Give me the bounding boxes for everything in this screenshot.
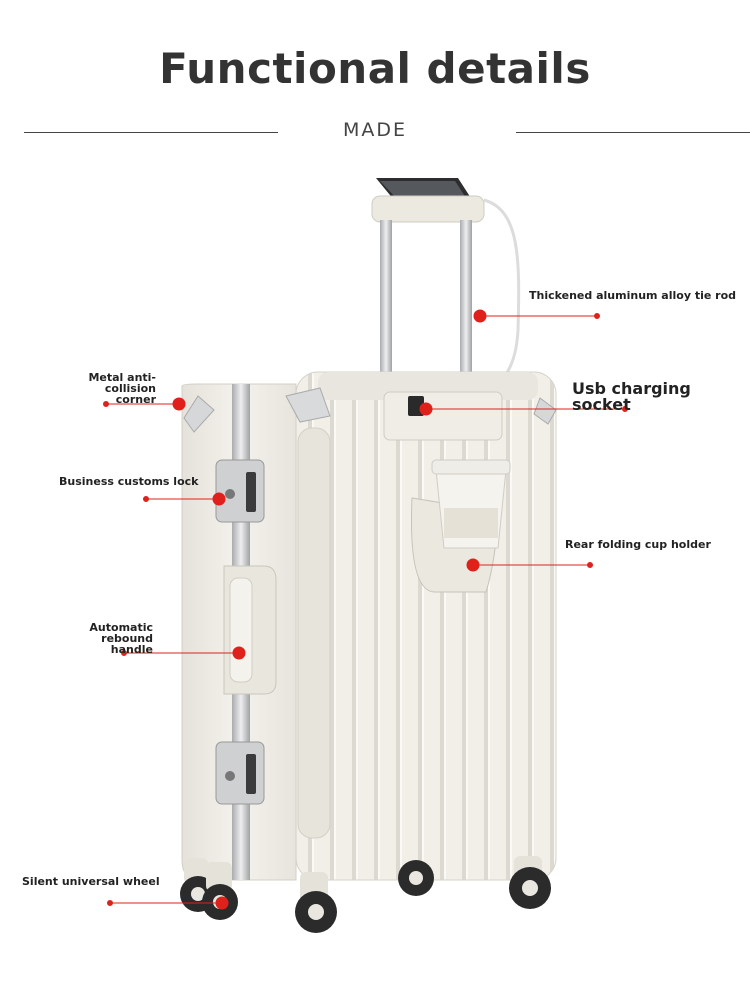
- label-usb-socket: Usb charging socket: [572, 379, 691, 414]
- label-universal-wheel: Silent universal wheel: [22, 875, 160, 888]
- metal-corner-side: [183, 395, 215, 433]
- page-subtitle: MADE: [342, 119, 408, 141]
- label-customs-lock: Business customs lock: [59, 475, 199, 488]
- label-cup-holder: Rear folding cup holder: [565, 538, 711, 551]
- label-rebound-handle-line2: handle: [110, 643, 153, 656]
- handle-base: [383, 391, 503, 441]
- customs-lock-bottom: [215, 741, 265, 805]
- divider-right: [516, 132, 750, 133]
- label-rebound-handle-line1: Automatic rebound: [89, 621, 153, 645]
- coffee-cup-icon: [431, 459, 511, 549]
- label-metal-corner: Metal anti-collision corner: [40, 372, 156, 405]
- label-metal-corner-line2: corner: [115, 393, 156, 406]
- customs-lock-top: [215, 459, 265, 523]
- callout-markers: [103, 309, 628, 910]
- divider-left: [24, 132, 278, 133]
- wheel-back-left-icon: [295, 872, 337, 933]
- tie-rod-left: [380, 220, 392, 405]
- tie-rod-right: [460, 220, 472, 405]
- wheel-back-mid-icon: [398, 860, 434, 896]
- label-rebound-handle: Automatic rebound handle: [40, 622, 153, 655]
- suitcase-back: [295, 371, 557, 881]
- label-tie-rod: Thickened aluminum alloy tie rod: [529, 289, 737, 302]
- handle-grip: [371, 195, 485, 223]
- label-metal-corner-line1: Metal anti-collision: [88, 371, 156, 395]
- metal-corner-front: [285, 387, 331, 423]
- page-title: Functional details: [159, 44, 591, 93]
- wheel-back-right-icon: [509, 856, 551, 909]
